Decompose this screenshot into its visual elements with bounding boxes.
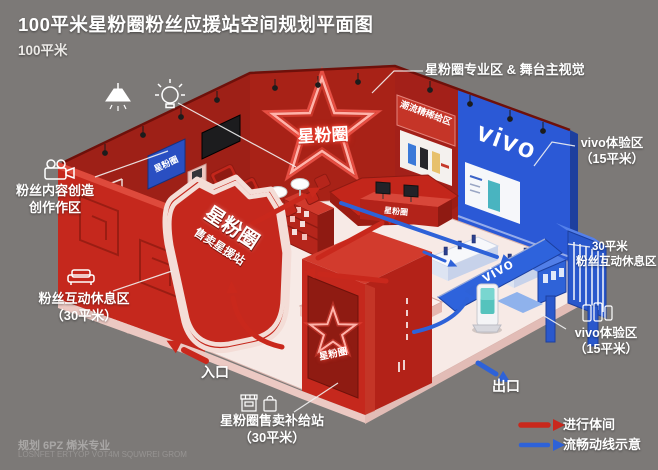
exit-mat bbox=[497, 292, 543, 313]
label-fan-content: 粉丝内容创造 创作作区 bbox=[4, 183, 106, 217]
flow-arrows-blue bbox=[339, 201, 565, 451]
label-vivo-zone-top: vivo体验区 （15平米） bbox=[570, 135, 654, 168]
shopping-bag-icon bbox=[263, 395, 277, 412]
legend-blue-label: 流畅动线示意 bbox=[563, 437, 642, 452]
phone-kiosk bbox=[472, 283, 502, 334]
side-screen bbox=[147, 138, 186, 190]
vivo-pillar bbox=[556, 223, 607, 319]
label-vivo-zone-bottom-line2: （15平米） bbox=[574, 342, 638, 357]
page-title: 100平米星粉圈粉丝应援站空间规划平面图 bbox=[18, 14, 374, 35]
label-vivo-zone-bottom: vivo体验区 （15平米） bbox=[558, 325, 654, 358]
label-stage-area: 星粉圈专业区 & 舞台主视觉 bbox=[425, 62, 585, 77]
neon-star-text: 星粉圈 bbox=[297, 124, 350, 147]
back-banner bbox=[396, 94, 456, 147]
label-vivo-zone-top-line2: （15平米） bbox=[580, 152, 644, 167]
storefront-icon bbox=[240, 394, 258, 412]
label-supply-station-line2: （30平米） bbox=[238, 429, 306, 445]
stage-counter bbox=[360, 181, 452, 227]
label-rest-right: 30平米 粉丝互动休息区 bbox=[576, 240, 657, 270]
label-supply-station: 星粉圈售卖补给站 （30平米） bbox=[214, 413, 330, 447]
label-entrance: 入口 bbox=[201, 364, 229, 380]
label-fan-content-line2: 创作作区 bbox=[28, 199, 81, 215]
star-wall bbox=[250, 66, 395, 205]
wall-tv bbox=[201, 114, 241, 160]
label-supply-station-line1: 星粉圈售卖补给站 bbox=[219, 413, 324, 428]
entrance-arrow bbox=[181, 347, 209, 364]
legend-red-label: 进行体间 bbox=[563, 417, 616, 432]
label-rest-left-line2: （30平米） bbox=[50, 307, 118, 323]
ceiling-lights bbox=[102, 73, 546, 156]
flow-arrows-red bbox=[166, 187, 565, 431]
watermark-line2: LOSNFET ERTYOP VOT4M SQUWREI GROM bbox=[18, 450, 187, 459]
exit-arrow bbox=[475, 360, 499, 377]
label-rest-left-line1: 粉丝互动休息区 bbox=[38, 291, 130, 306]
neon-star bbox=[261, 66, 383, 182]
light-bulb-icon bbox=[155, 79, 185, 109]
label-rest-right-line1: 30平米 bbox=[592, 241, 628, 253]
phones-icon bbox=[582, 302, 613, 322]
roof-edge bbox=[61, 64, 571, 165]
leader-lines bbox=[94, 70, 591, 413]
label-rest-right-line2: 粉丝互动休息区 bbox=[576, 255, 657, 268]
label-fan-content-line1: 粉丝内容创造 bbox=[15, 183, 94, 198]
pendant-lamp-icon bbox=[105, 83, 131, 111]
label-exit: 出口 bbox=[492, 378, 520, 394]
sofa-icon bbox=[67, 269, 95, 285]
label-rest-left: 粉丝互动休息区 （30平米） bbox=[28, 291, 140, 325]
page-subtitle: 100平米 bbox=[18, 43, 68, 58]
label-vivo-zone-bottom-line1: vivo体验区 bbox=[574, 326, 638, 340]
watermark-line1: 规划 6PZ 烯米专业 bbox=[18, 440, 111, 452]
video-camera-icon bbox=[44, 159, 75, 180]
corner-star-panel bbox=[302, 230, 432, 423]
supply-icons bbox=[240, 394, 277, 412]
label-vivo-zone-top-line1: vivo体验区 bbox=[580, 136, 644, 150]
